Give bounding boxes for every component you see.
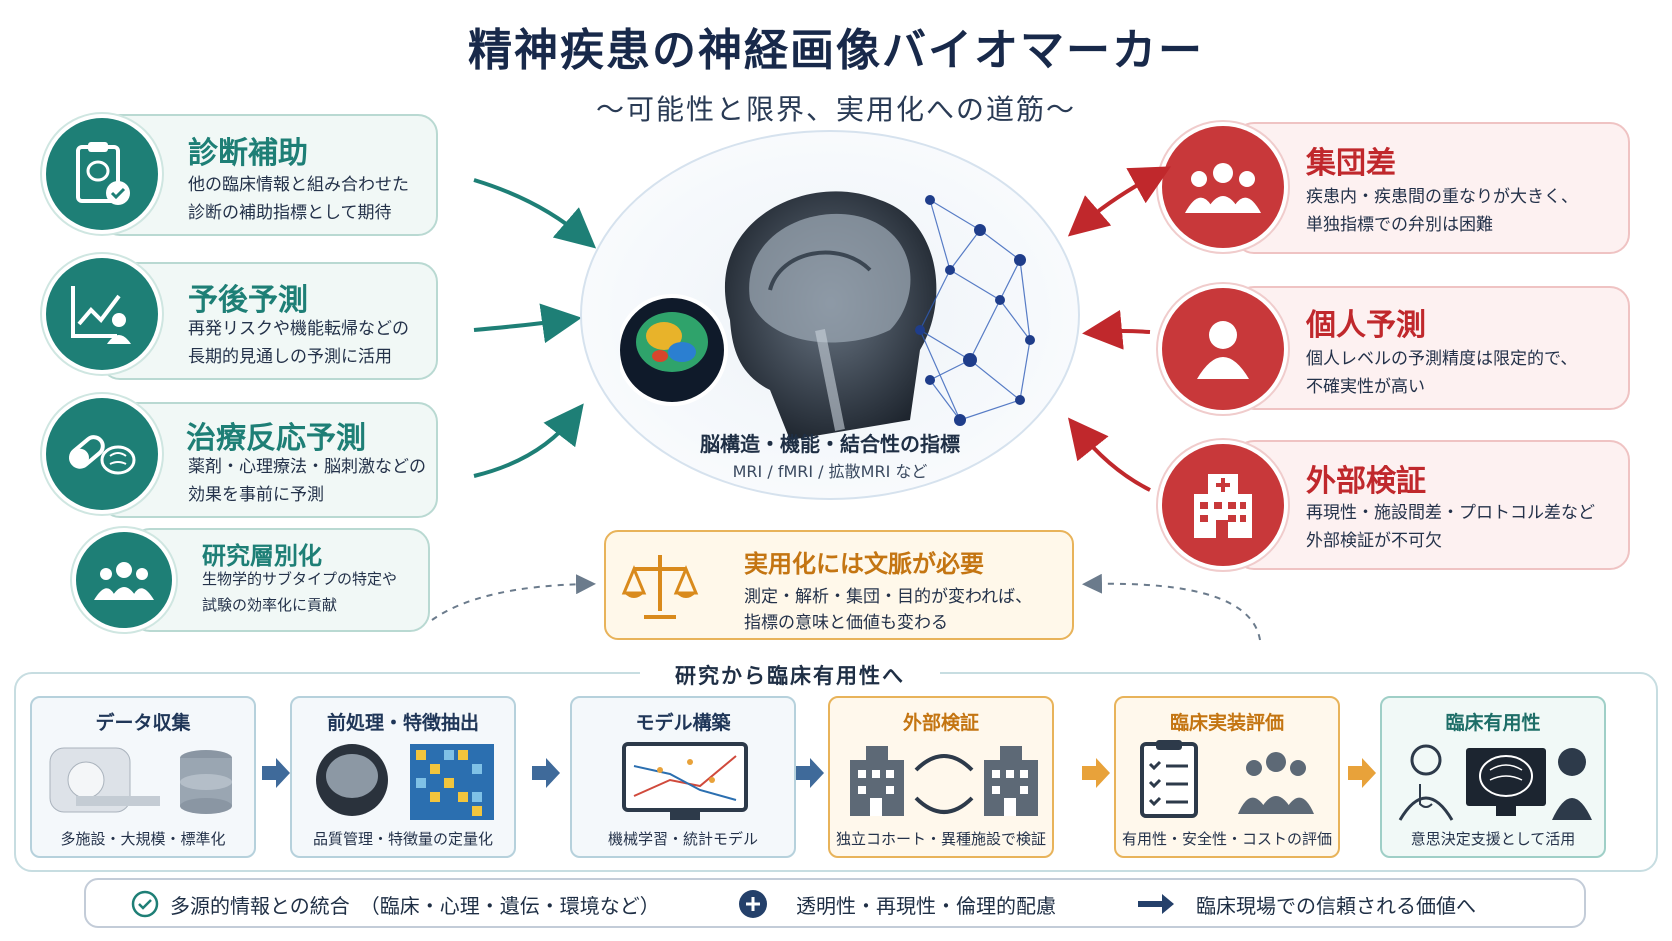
step-caption: 品質管理・特徴量の定量化 — [312, 830, 493, 848]
card-individual-prediction-desc2: 不確実性が高い — [1306, 377, 1425, 397]
card-diagnosis-title: 診断補助 — [188, 136, 308, 171]
context-title: 実用化には文脈が必要 — [744, 550, 984, 578]
card-individual-prediction-title: 個人予測 — [1306, 308, 1426, 343]
pipeline-arrow-5 — [1348, 758, 1376, 788]
card-external-validation-title: 外部検証 — [1306, 464, 1426, 499]
card-external-validation — [1234, 440, 1630, 570]
card-treatment-title: 治療反応予測 — [186, 421, 366, 456]
card-individual-prediction-desc1: 個人レベルの予測精度は限定的で、 — [1306, 349, 1578, 369]
step-data-collection: データ収集 多施設・大規模・標準化 — [30, 696, 256, 858]
card-stratification-desc2: 試験の効率化に貢献 — [202, 596, 338, 614]
card-treatment-desc1: 薬剤・心理療法・脳刺激などの — [188, 457, 426, 477]
people-group-icon — [76, 532, 172, 628]
doctor-monitor-patient-icon — [1398, 744, 1592, 821]
people-group-icon — [1162, 126, 1284, 248]
center-sublabel: MRI / fMRI / 拡散MRI など — [732, 462, 928, 481]
step-caption: 意思決定支援として活用 — [1410, 830, 1576, 848]
card-stratification-desc1: 生物学的サブタイプの特定や — [202, 570, 398, 588]
summary-item-value: 臨床現場での信頼される価値へ — [1196, 894, 1476, 918]
brain-mri-network-illustration — [620, 191, 1035, 440]
scale-icon — [620, 545, 700, 625]
summary-item-integration: 多源的情報との統合 （臨床・心理・遺伝・環境など） — [170, 894, 660, 918]
card-diagnosis-desc1: 他の臨床情報と組み合わせた — [188, 175, 409, 195]
card-diagnosis-desc2: 診断の補助指標として期待 — [188, 203, 392, 223]
card-individual-prediction — [1234, 286, 1630, 410]
card-group-difference-desc1: 疾患内・疾患間の重なりが大きく、 — [1306, 187, 1578, 207]
card-external-validation-desc2: 外部検証が不可欠 — [1306, 531, 1442, 551]
clipboard-brain-check-icon — [46, 118, 158, 230]
right-arrow-icon — [1138, 894, 1174, 914]
step-title: 臨床実装評価 — [1169, 712, 1284, 734]
check-circle-icon — [131, 890, 159, 918]
step-caption: 多施設・大規模・標準化 — [60, 830, 226, 848]
pill-brain-icon — [46, 398, 158, 510]
step-external-validation: 外部検証 独立コホート・異種施設で検証 — [828, 696, 1054, 858]
monitor-chart-icon — [622, 742, 748, 820]
step-title: データ収集 — [95, 712, 191, 734]
step-title: 前処理・特徴抽出 — [326, 712, 479, 734]
trend-chart-person-icon — [46, 258, 158, 370]
card-group-difference — [1234, 122, 1630, 254]
pipeline-arrow-2 — [532, 758, 560, 788]
step-title: 臨床有用性 — [1445, 712, 1541, 734]
step-caption: 有用性・安全性・コストの評価 — [1121, 830, 1332, 848]
page-title: 精神疾患の神経画像バイオマーカー — [468, 25, 1204, 76]
card-treatment-desc2: 効果を事前に予測 — [188, 485, 324, 505]
pipeline-title: 研究から臨床有用性へ — [640, 660, 940, 688]
card-prognosis-desc1: 再発リスクや機能転帰などの — [188, 319, 409, 339]
center-label: 脳構造・機能・結合性の指標 — [700, 432, 960, 456]
context-desc2: 指標の意味と価値も変わる — [744, 613, 948, 633]
summary-bar — [84, 878, 1586, 928]
hospitals-cycle-icon — [850, 746, 1038, 816]
summary-item-transparency: 透明性・再現性・倫理的配慮 — [796, 894, 1056, 918]
card-group-difference-desc2: 単独指標での弁別は困難 — [1306, 215, 1493, 235]
card-stratification-title: 研究層別化 — [202, 542, 322, 570]
card-stratification — [130, 528, 430, 632]
card-prognosis-desc2: 長期的見通しの予測に活用 — [188, 347, 392, 367]
step-preprocessing: 前処理・特徴抽出 品質管理・特徴量の定量化 — [290, 696, 516, 858]
step-title: 外部検証 — [902, 712, 979, 734]
brain-matrix-icon — [316, 744, 494, 820]
checklist-people-icon — [1140, 740, 1314, 818]
hospital-icon — [1162, 444, 1284, 566]
context-box — [604, 530, 1074, 640]
step-clinical-implementation: 臨床実装評価 有用性・安全性・コストの評価 — [1114, 696, 1340, 858]
pipeline-arrow-3 — [796, 758, 824, 788]
pipeline-arrow-4 — [1082, 758, 1110, 788]
card-prognosis-title: 予後予測 — [188, 283, 308, 318]
step-model-building: モデル構築 機械学習・統計モデル — [570, 696, 796, 858]
page-subtitle: 〜可能性と限界、実用化への道筋〜 — [595, 93, 1076, 126]
mri-scanner-database-icon — [49, 747, 232, 814]
pipeline-arrow-1 — [262, 758, 290, 788]
card-external-validation-desc1: 再現性・施設間差・プロトコル差など — [1306, 503, 1595, 523]
step-caption: 独立コホート・異種施設で検証 — [835, 830, 1046, 848]
step-clinical-utility: 臨床有用性 意思決定支援として活用 — [1380, 696, 1606, 858]
plus-circle-icon — [739, 890, 767, 918]
context-desc1: 測定・解析・集団・目的が変われば、 — [744, 587, 1033, 607]
step-caption: 機械学習・統計モデル — [607, 830, 758, 848]
step-title: モデル構築 — [635, 712, 731, 734]
card-group-difference-title: 集団差 — [1306, 146, 1396, 181]
person-icon — [1162, 288, 1284, 410]
